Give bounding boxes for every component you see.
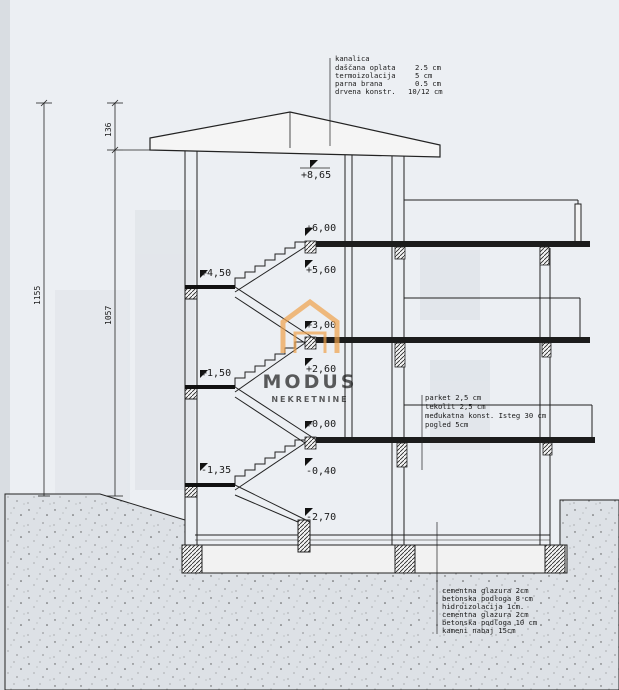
ground-layer: hidroizolacija 1cm. xyxy=(442,602,524,611)
foundation-slab xyxy=(181,544,568,574)
roof xyxy=(149,111,441,158)
level-markers: +8,65 +6,00 +5,60 +4,50 +3,00 +2,60 +1,5… xyxy=(200,160,336,523)
ground-layer: betonska podloga 10 cm xyxy=(442,618,537,627)
level-label: +6,00 xyxy=(306,223,336,234)
floor-layer: pogled 5cm xyxy=(425,420,468,429)
roof-layer-name: termoizolacija xyxy=(335,71,396,80)
roof-layer-value: 2.5 cm xyxy=(415,63,441,72)
beams xyxy=(304,240,553,468)
floor-layer: međukatna konst. Isteg 30 cm xyxy=(425,411,546,420)
watermark-brand: MODUS xyxy=(263,371,358,393)
roof-layer-title: kanalica xyxy=(335,54,370,63)
level-label: -2,70 xyxy=(306,512,336,523)
roof-height-label: 136 xyxy=(104,122,113,137)
floor-layers-note: parket 2,5 cm tekolit 2,5 cm međukatna k… xyxy=(425,393,546,429)
roof-layer-name: drvena konstr. xyxy=(335,87,396,96)
level-marker-landing3: +4,50 xyxy=(200,268,231,279)
level-marker-floor2: +3,00 xyxy=(305,320,336,331)
watermark: MODUS NEKRETNINE xyxy=(263,298,358,404)
level-label: +1,50 xyxy=(201,368,231,379)
level-marker-floor1: +0,00 xyxy=(305,419,336,430)
level-marker-floor1-below: -0,40 xyxy=(305,458,336,477)
footing-middle xyxy=(394,544,416,574)
level-marker-landing2: +1,50 xyxy=(200,368,231,379)
level-label: +3,00 xyxy=(306,320,336,331)
roof-layers-note: kanalica daščana oplata 2.5 cm termoizol… xyxy=(335,54,443,96)
paper-shadow xyxy=(0,0,10,690)
level-marker-basement: -2,70 xyxy=(305,508,336,523)
floor-layer: parket 2,5 cm xyxy=(425,393,481,402)
level-label: -1,35 xyxy=(201,465,231,476)
floor-layer: tekolit 2,5 cm xyxy=(425,402,486,411)
level-label: +8,65 xyxy=(301,170,331,181)
roof-layer-value: 10/12 cm xyxy=(408,87,443,96)
footing-left xyxy=(181,544,203,574)
roof-layer-value: 5 cm xyxy=(415,71,432,80)
level-label: +4,50 xyxy=(201,268,231,279)
level-marker-floor3: +6,00 xyxy=(305,223,336,236)
level-label: +5,60 xyxy=(306,265,336,276)
level-label: -0,40 xyxy=(306,466,336,477)
ground-layer: cementna glazura 2cm xyxy=(442,610,529,619)
level-label: +0,00 xyxy=(306,419,336,430)
watermark-house-icon xyxy=(280,298,340,353)
ground-layer: cementna glazura 2cm xyxy=(442,586,529,595)
floor-slabs xyxy=(305,241,595,443)
dimension-lines xyxy=(36,99,150,497)
watermark-door-icon xyxy=(293,331,327,353)
ground-layers-note: cementna glazura 2cm betonska podloga 8 … xyxy=(442,586,537,635)
level-label: +2,60 xyxy=(306,364,336,375)
roof-layer-name: daščana oplata xyxy=(335,63,396,72)
level-marker-landing1: -1,35 xyxy=(200,463,231,476)
level-marker-ridge: +8,65 xyxy=(300,160,331,181)
building-height-label: 1057 xyxy=(104,306,113,325)
footing-right xyxy=(544,544,566,574)
balcony-railings xyxy=(404,199,593,440)
total-height-label: 1155 xyxy=(33,286,42,305)
roof-layer-value: 0.5 cm xyxy=(415,79,441,88)
ground-layer: kameni nabaj 15cm xyxy=(442,626,516,635)
ground-layer: betonska podloga 8 cm xyxy=(442,594,533,603)
roof-layer-name: parna brana xyxy=(335,79,383,88)
ground-soil xyxy=(4,493,619,690)
level-marker-ceiling3: +5,60 xyxy=(305,260,336,276)
level-marker-ceiling2: +2,60 xyxy=(305,358,336,375)
watermark-tagline: NEKRETNINE xyxy=(271,395,348,404)
